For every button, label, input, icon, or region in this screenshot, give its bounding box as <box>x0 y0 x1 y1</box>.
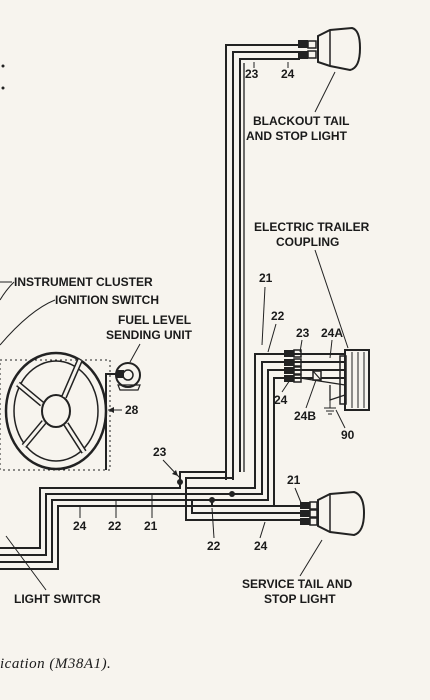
fuel-leader <box>129 343 141 363</box>
wire-24a-trailer: 24A <box>321 326 343 340</box>
fuel-sending-unit <box>115 362 141 391</box>
fuel-label-2: SENDING UNIT <box>106 328 193 342</box>
ignition-switch-label: IGNITION SWITCH <box>55 293 159 307</box>
wire-23-trailer: 23 <box>296 326 310 340</box>
wire-24b-trailer: 24B <box>294 409 316 423</box>
figure-caption: ication (M38A1). <box>0 656 111 672</box>
main-harness <box>0 471 300 570</box>
trailer-label-1: ELECTRIC TRAILER <box>254 220 370 234</box>
trailer-leader <box>314 249 349 349</box>
wire-22-service: 22 <box>207 539 221 553</box>
wire-21-main: 21 <box>144 519 158 533</box>
wire-23-blackout: 23 <box>245 67 259 81</box>
trailer-connector <box>284 349 322 383</box>
instrument-cluster-label: INSTRUMENT CLUSTER <box>14 275 153 289</box>
blackout-tail-lamp <box>317 26 362 72</box>
wire-21-trailer: 21 <box>259 271 273 285</box>
wire-23-junction: 23 <box>153 445 167 459</box>
blackout-label-1: BLACKOUT TAIL <box>253 114 349 128</box>
service-leader <box>299 539 323 577</box>
fuel-wire <box>105 373 116 470</box>
wire-22-main: 22 <box>108 519 122 533</box>
wire-22-trailer: 22 <box>271 309 285 323</box>
blackout-label-2: AND STOP LIGHT <box>246 129 348 143</box>
blackout-leader <box>314 71 336 113</box>
wire-24-main: 24 <box>73 519 87 533</box>
service-tail-lamp <box>317 490 366 537</box>
light-switch-label: LIGHT SWITCR <box>14 592 101 606</box>
ground-symbol <box>324 400 336 415</box>
wire-24-service: 24 <box>254 539 268 553</box>
service-label-2: STOP LIGHT <box>264 592 336 606</box>
trailer-coupling <box>339 349 370 411</box>
wire-24-blackout: 24 <box>281 67 295 81</box>
fuel-label-1: FUEL LEVEL <box>118 313 191 327</box>
wire-28-fuel: 28 <box>125 403 139 417</box>
trailer-label-2: COUPLING <box>276 235 339 249</box>
blackout-wires <box>225 44 300 480</box>
wire-90-trailer: 90 <box>341 428 355 442</box>
wire-21-service: 21 <box>287 473 301 487</box>
service-label-1: SERVICE TAIL AND <box>242 577 353 591</box>
light-switch-leader <box>5 535 47 591</box>
service-connector <box>300 501 318 526</box>
blackout-connector <box>298 40 317 59</box>
wire-24-trailer: 24 <box>274 393 288 407</box>
instrument-cluster <box>0 351 111 471</box>
ignition-leader <box>0 299 56 346</box>
